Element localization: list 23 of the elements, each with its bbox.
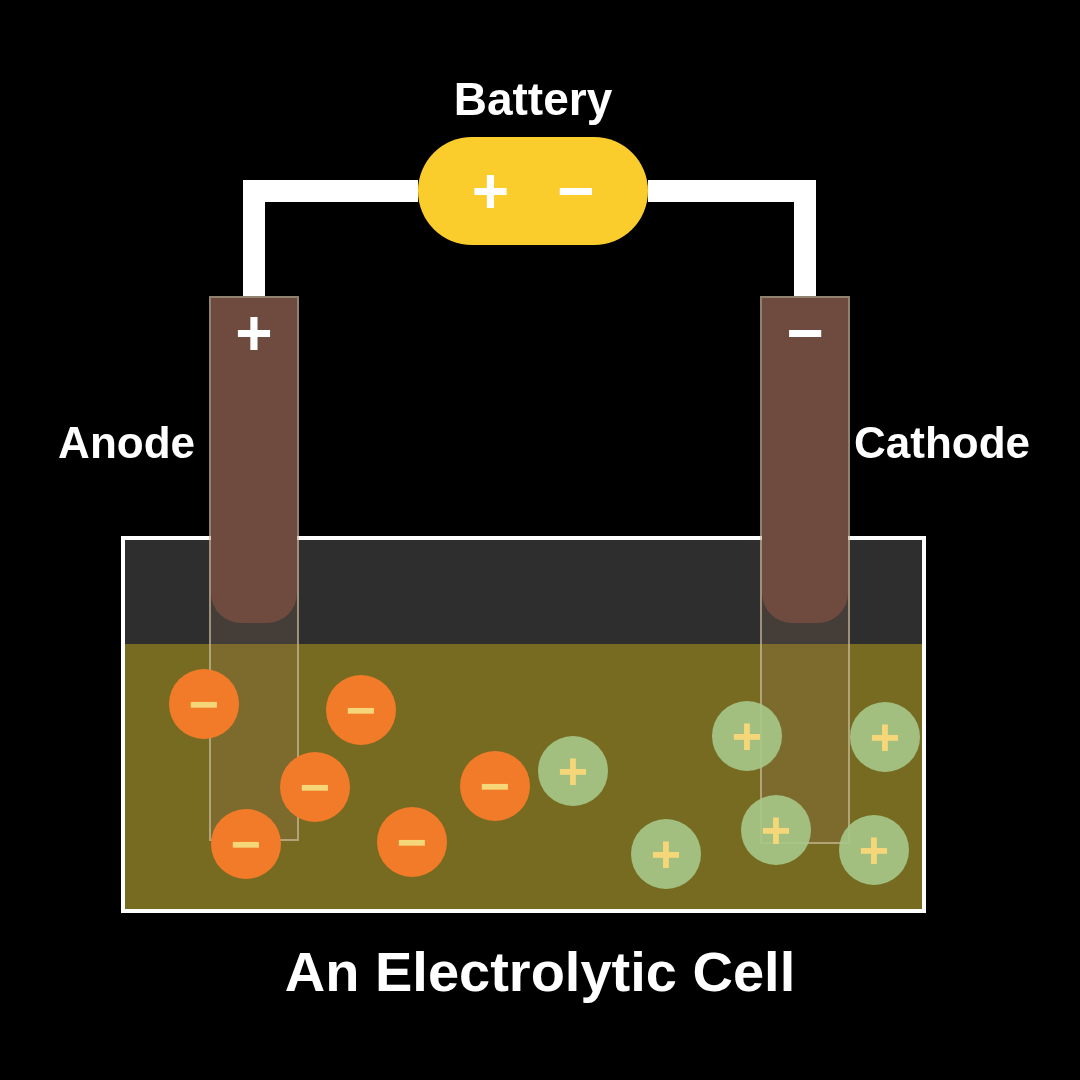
ion-charge: + <box>650 828 682 880</box>
ion-charge: + <box>731 710 763 762</box>
electrode-label: Anode <box>58 417 195 469</box>
ion-charge: − <box>396 816 428 868</box>
battery-label: Battery <box>453 72 613 127</box>
ion-charge: − <box>479 760 511 812</box>
wire <box>243 180 418 296</box>
ion-charge: − <box>230 818 262 870</box>
ion-charge: + <box>869 711 901 763</box>
ion-charge: − <box>188 678 220 730</box>
terminal-sign: + <box>471 159 509 223</box>
ion-charge: − <box>299 761 331 813</box>
ion-charge: + <box>557 745 589 797</box>
electrolyte-container <box>121 536 926 913</box>
terminal-sign: + <box>234 298 274 368</box>
terminal-sign: − <box>557 159 595 223</box>
wire <box>648 180 816 296</box>
electrode-label: Cathode <box>854 417 1030 469</box>
ion-charge: + <box>760 804 792 856</box>
terminal-sign: − <box>785 298 825 368</box>
ion-charge: + <box>858 824 890 876</box>
ion-charge: − <box>345 684 377 736</box>
caption: An Electrolytic Cell <box>283 939 797 1005</box>
